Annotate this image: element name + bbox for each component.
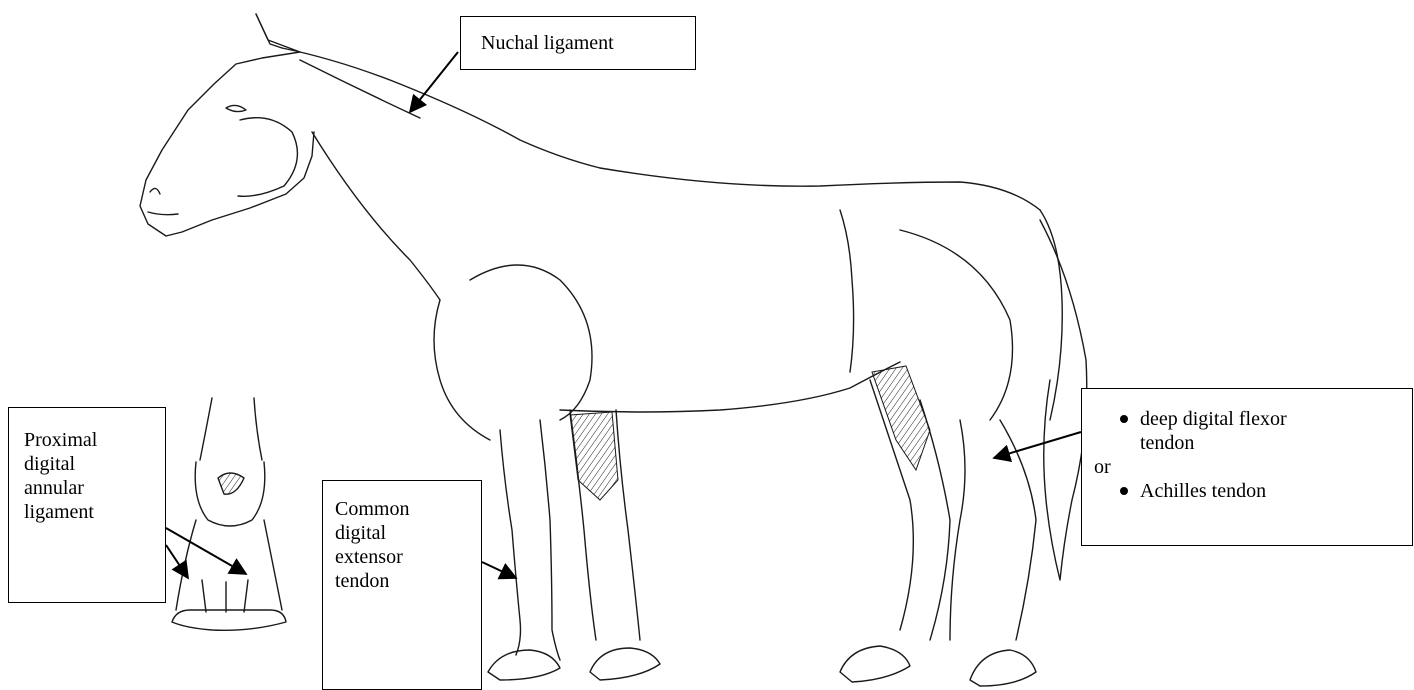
hindleg-hatched-region	[872, 366, 930, 470]
horse-ear	[256, 14, 282, 48]
hoof-inset-drawing	[172, 398, 286, 630]
proximal-digital-annular-ligament-label-box: Proximal digital annular ligament	[8, 407, 166, 603]
horse-nostril	[150, 188, 160, 194]
horse-belly	[560, 362, 900, 412]
common-label-line-3: extensor	[335, 545, 471, 569]
horse-shoulder	[470, 265, 592, 420]
option-deep-digital-flexor-line-1: deep digital flexor	[1094, 407, 1402, 431]
option-achilles-tendon: Achilles tendon	[1094, 479, 1402, 503]
proximal-label-line-3: annular	[24, 476, 155, 500]
common-label-line-4: tendon	[335, 569, 471, 593]
horse-mouth	[148, 212, 178, 215]
inset-ergot	[218, 473, 244, 494]
horse-flank	[840, 210, 854, 372]
leader-deep	[994, 432, 1081, 458]
leader-nuchal	[410, 52, 458, 112]
common-label-line-1: Common	[335, 497, 471, 521]
horse-foreleg-front-back	[540, 420, 560, 660]
horse-foreleg-front	[500, 430, 521, 655]
horse-forehoof-rear	[590, 648, 660, 680]
horse-neck-line-2	[312, 132, 440, 300]
foreleg-hatched-region	[570, 412, 618, 500]
horse-hindleg-near	[950, 420, 965, 640]
horse-eye	[226, 105, 246, 111]
inset-cannon	[200, 398, 262, 460]
proximal-label-line-1: Proximal	[24, 428, 155, 452]
horse-hindhoof-near	[970, 650, 1036, 686]
or-connector: or	[1094, 455, 1402, 479]
horse-back	[600, 168, 1040, 210]
nuchal-ligament-label-box: Nuchal ligament	[460, 16, 696, 70]
horse-tail	[1040, 220, 1087, 580]
leader-proximal-right	[166, 528, 246, 574]
inset-hoof-detail	[202, 580, 248, 612]
nuchal-ligament-label: Nuchal ligament	[481, 32, 614, 54]
horse-forehoof-front	[488, 650, 560, 680]
common-label-line-2: digital	[335, 521, 471, 545]
common-digital-extensor-tendon-label-box: Common digital extensor tendon	[322, 480, 482, 690]
horse-hindleg-near-back	[1000, 420, 1036, 640]
horse-head-outline	[140, 14, 314, 236]
horse-drawing	[140, 14, 1087, 686]
horse-foreleg-rear-back	[616, 410, 640, 640]
option-deep-digital-flexor-line-2: tendon	[1094, 431, 1402, 455]
inset-hoof-base	[172, 610, 286, 630]
proximal-label-line-2: digital	[24, 452, 155, 476]
horse-hip	[900, 230, 1013, 420]
deep-flexor-or-achilles-label-box: deep digital flexor tendon or Achilles t…	[1081, 388, 1413, 546]
horse-hindhoof-far	[840, 646, 910, 682]
leader-common	[482, 562, 516, 578]
horse-jaw	[238, 118, 297, 197]
proximal-label-line-4: ligament	[24, 500, 155, 524]
horse-chest	[434, 300, 490, 440]
